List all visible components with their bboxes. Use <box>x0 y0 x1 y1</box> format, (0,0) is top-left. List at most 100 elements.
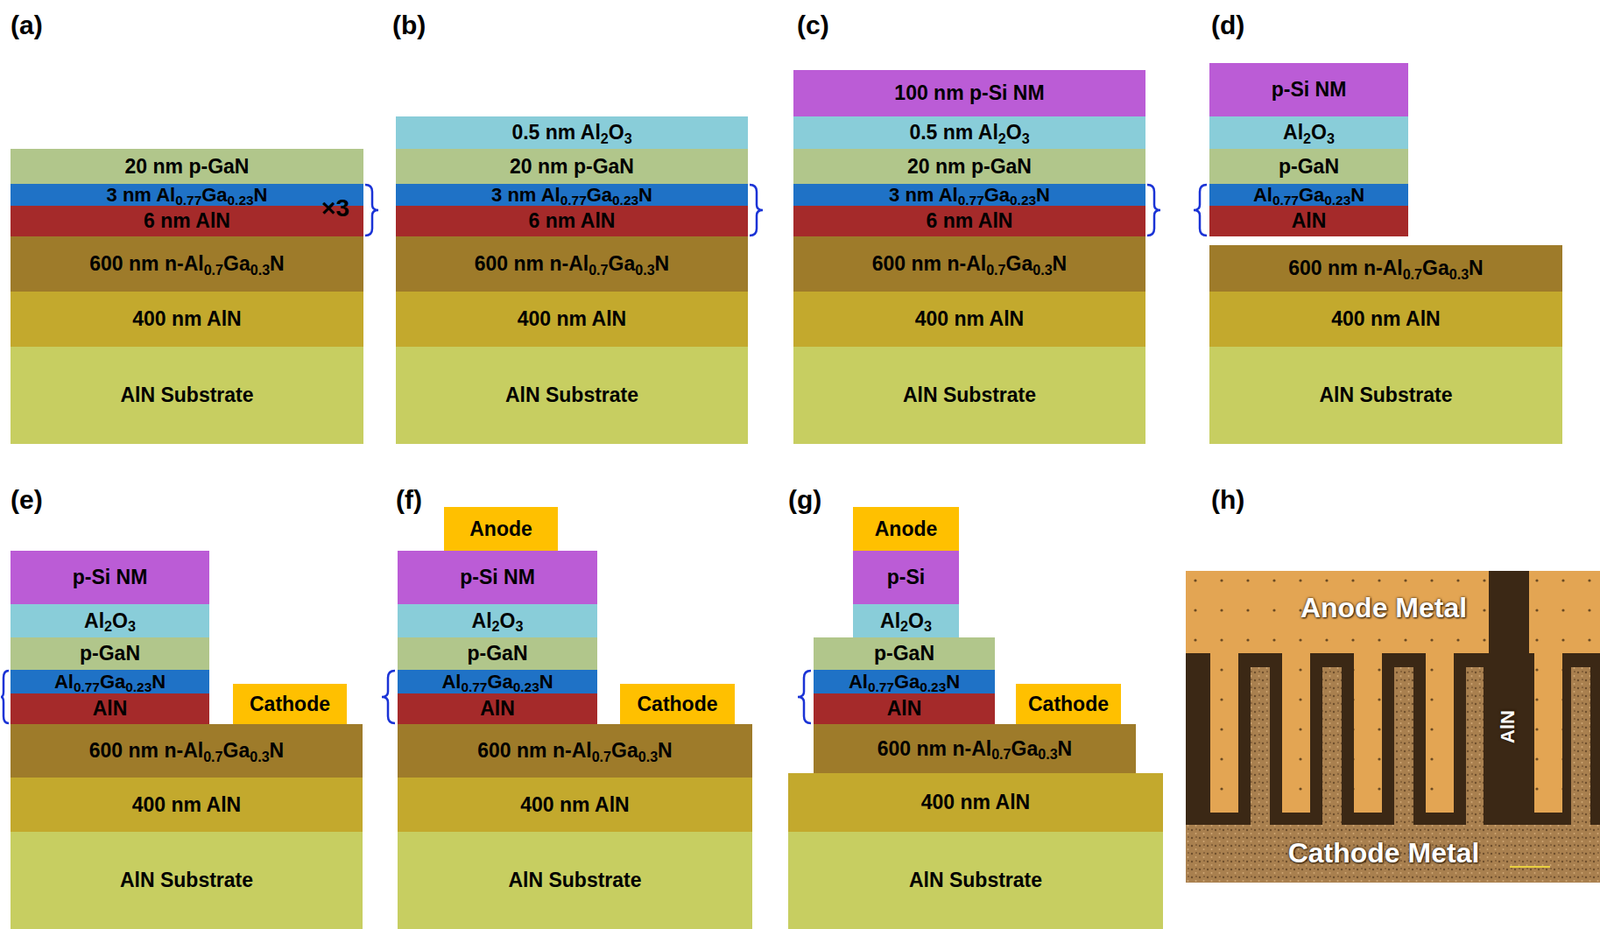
layer-text: AlN Substrate <box>505 385 639 406</box>
layer-text: Anode <box>874 519 938 540</box>
layer-box: 0.5 nm Al2O3 <box>395 116 748 149</box>
layer-box: 6 nm AlN <box>793 205 1146 237</box>
panel-label: (d) <box>1211 12 1245 39</box>
electrode-box: Cathode <box>232 683 347 725</box>
layer-box: 600 nm n-Al0.7Ga0.3N <box>793 236 1146 292</box>
layer-text: p-GaN <box>1278 156 1340 177</box>
subscript: 0.23 <box>919 679 946 695</box>
layer-box: 6 nm AlN <box>395 205 748 237</box>
layer-box: 20 nm p-GaN <box>395 148 748 184</box>
layer-text: Al0.77Ga0.23N <box>54 672 166 692</box>
layer-box: 400 nm AlN <box>397 777 753 832</box>
layer-box: 20 nm p-GaN <box>793 148 1146 184</box>
layer-box: 20 nm p-GaN <box>10 148 364 184</box>
panel-label: (e) <box>10 486 43 514</box>
layer-text: AlN Substrate <box>909 870 1043 891</box>
panel-label: (g) <box>788 486 822 514</box>
subscript: 0.3 <box>638 748 658 765</box>
layer-box: AlN <box>813 693 995 725</box>
layer-text: 600 nm n-Al0.7Ga0.3N <box>477 740 672 762</box>
layer-text: 100 nm p-Si NM <box>894 83 1044 104</box>
layer-box: Al0.77Ga0.23N <box>1209 183 1409 206</box>
layer-box: p-Si NM <box>1209 63 1409 117</box>
layer-text: 600 nm n-Al0.7Ga0.3N <box>877 739 1072 760</box>
subscript: 0.3 <box>250 261 270 278</box>
panel-label: (a) <box>10 12 43 39</box>
layer-box: AlN <box>397 693 598 725</box>
device-micrograph <box>1185 570 1600 883</box>
layer-box: 3 nm Al0.77Ga0.23N <box>10 183 364 206</box>
layer-box: 600 nm n-Al0.7Ga0.3N <box>1209 245 1563 292</box>
subscript: 0.7 <box>204 261 224 278</box>
layer-text: 20 nm p-GaN <box>125 156 250 177</box>
layer-text: 400 nm AlN <box>1331 309 1440 330</box>
photo-label: AlN <box>1498 710 1518 744</box>
layer-text: 600 nm n-Al0.7Ga0.3N <box>872 253 1067 275</box>
layer-box: AlN Substrate <box>10 831 363 929</box>
layer-box: Al2O3 <box>397 604 598 638</box>
layer-text: 20 nm p-GaN <box>907 156 1032 177</box>
layer-text: 600 nm n-Al0.7Ga0.3N <box>89 740 284 762</box>
photo-label: Cathode Metal <box>1288 838 1481 867</box>
layer-box: 6 nm AlN <box>10 205 364 237</box>
layer-box: Al0.77Ga0.23N <box>10 669 210 694</box>
electrode-box: Cathode <box>1015 683 1121 725</box>
layer-text: p-GaN <box>79 643 141 664</box>
layer-text: Anode <box>469 519 533 540</box>
layer-box: p-GaN <box>1209 148 1409 184</box>
layer-box: 400 nm AlN <box>395 291 748 347</box>
layer-text: Al0.77Ga0.23N <box>848 672 960 692</box>
layer-text: Cathode <box>249 694 331 715</box>
layer-box: Al0.77Ga0.23N <box>397 669 598 694</box>
layer-box: Al2O3 <box>10 604 210 638</box>
layer-text: Al2O3 <box>1282 122 1335 143</box>
layer-box: 0.5 nm Al2O3 <box>793 116 1146 149</box>
subscript: 2 <box>600 130 609 147</box>
subscript: 3 <box>1326 130 1335 147</box>
subscript: 2 <box>492 618 501 635</box>
subscript: 3 <box>624 130 633 147</box>
layer-text: 20 nm p-GaN <box>509 156 635 177</box>
layer-text: 400 nm AlN <box>517 309 627 330</box>
layer-text: AlN Substrate <box>119 385 254 406</box>
layer-box: p-GaN <box>397 637 598 670</box>
subscript: 0.3 <box>1449 266 1469 282</box>
subscript: 3 <box>514 618 523 635</box>
layer-text: p-Si NM <box>72 567 149 588</box>
layer-box: Al0.77Ga0.23N <box>813 669 995 694</box>
panel-label: (h) <box>1211 486 1245 514</box>
layer-text: AlN <box>92 698 128 719</box>
layer-text: 3 nm Al0.77Ga0.23N <box>491 185 653 205</box>
subscript: 0.3 <box>1037 746 1058 762</box>
repeat-count: ×3 <box>321 196 350 221</box>
layer-box: 3 nm Al0.77Ga0.23N <box>395 183 748 206</box>
layer-text: p-Si <box>887 567 925 588</box>
layer-box: 400 nm AlN <box>10 291 364 347</box>
panel-label: (b) <box>392 12 426 39</box>
bracket <box>0 184 1207 724</box>
layer-box: 100 nm p-Si NM <box>793 70 1146 117</box>
layer-box: 400 nm AlN <box>788 773 1163 832</box>
layer-text: Cathode <box>637 694 719 715</box>
electrode-box: Anode <box>852 507 959 551</box>
layer-box: 600 nm n-Al0.7Ga0.3N <box>10 724 363 778</box>
subscript: 0.7 <box>203 748 223 765</box>
layer-text: 400 nm AlN <box>921 792 1030 813</box>
layer-box: 400 nm AlN <box>793 291 1146 347</box>
layer-text: 400 nm AlN <box>915 309 1024 330</box>
layer-text: AlN Substrate <box>507 870 642 891</box>
layer-text: p-Si NM <box>1271 79 1347 100</box>
layer-text: AlN <box>887 698 923 719</box>
subscript: 0.23 <box>125 679 152 695</box>
layer-text: 3 nm Al0.77Ga0.23N <box>106 185 268 205</box>
layer-box: AlN <box>10 693 210 725</box>
layer-box: p-Si NM <box>10 550 210 605</box>
panel-label: (c) <box>796 12 830 39</box>
panel-label: (f) <box>395 486 423 514</box>
layer-text: Al0.77Ga0.23N <box>441 672 553 692</box>
layer-box: 400 nm AlN <box>10 777 363 832</box>
layer-text: Al0.77Ga0.23N <box>1253 185 1365 205</box>
subscript: 0.7 <box>592 748 612 765</box>
layer-box: 600 nm n-Al0.7Ga0.3N <box>813 724 1136 774</box>
